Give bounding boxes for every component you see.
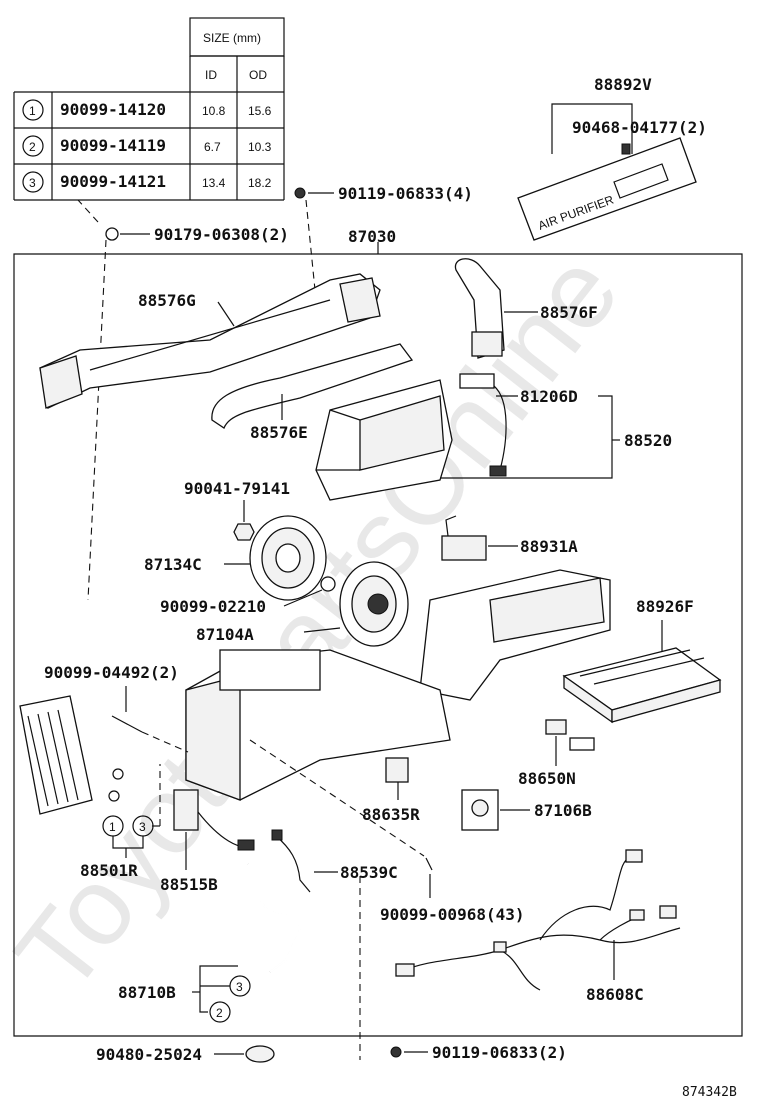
table-part-number: 90099-14120 — [60, 100, 166, 119]
duct-88576F[interactable] — [454, 258, 505, 359]
col-id-header: ID — [205, 68, 217, 82]
duct-88576E[interactable] — [211, 343, 414, 429]
callout-88515B[interactable]: 88515B — [160, 875, 218, 894]
wire-harness-88608C[interactable] — [395, 849, 681, 991]
callout-87030[interactable]: 87030 — [348, 227, 396, 246]
o-ring-icon — [320, 576, 336, 592]
grommet-icon — [245, 1045, 275, 1063]
duct-88576G[interactable] — [39, 273, 381, 409]
diagram-id: 874342B — [682, 1085, 737, 1100]
blower-motor-87104A[interactable] — [339, 561, 409, 647]
blower-case-88520[interactable] — [315, 379, 453, 501]
ring-2: 2 — [216, 1006, 223, 1020]
actuator-88635R[interactable] — [385, 757, 409, 783]
table-id-value: 10.8 — [202, 104, 226, 118]
callout-90468-04177[interactable]: 90468-04177(2) — [572, 118, 707, 137]
table-od-value: 15.6 — [248, 104, 272, 118]
callout-90099-02210[interactable]: 90099-02210 — [160, 597, 266, 616]
callout-88608C[interactable]: 88608C — [586, 985, 644, 1004]
callout-88650N[interactable]: 88650N — [518, 769, 576, 788]
heater-unit-87030[interactable] — [185, 569, 611, 801]
callout-90041-79141[interactable]: 90041-79141 — [184, 479, 290, 498]
size-header: SIZE (mm) — [203, 31, 261, 45]
callout-81206D[interactable]: 81206D — [520, 387, 578, 406]
callout-88539C[interactable]: 88539C — [340, 863, 398, 882]
ring-3: 3 — [236, 980, 243, 994]
table-part-number: 90099-14119 — [60, 136, 166, 155]
row-number: 3 — [29, 176, 36, 190]
callout-88520[interactable]: 88520 — [624, 431, 672, 450]
pipe-88710B[interactable] — [247, 863, 302, 973]
row-number: 1 — [29, 104, 36, 118]
callout-87106B[interactable]: 87106B — [534, 801, 592, 820]
ring-1: 1 — [109, 820, 116, 834]
resistor-88931A[interactable] — [441, 515, 487, 561]
callout-90119-06833-2[interactable]: 90119-06833(2) — [432, 1043, 567, 1062]
bolt-icon — [111, 715, 143, 733]
clip-icon — [105, 227, 119, 241]
callout-88710B[interactable]: 88710B — [118, 983, 176, 1002]
callout-88931A[interactable]: 88931A — [520, 537, 578, 556]
servo-motor-87106B[interactable] — [461, 789, 499, 831]
callout-90099-00968[interactable]: 90099-00968(43) — [380, 905, 525, 924]
callout-88576F[interactable]: 88576F — [540, 303, 598, 322]
callout-90099-04492[interactable]: 90099-04492(2) — [44, 663, 179, 682]
callout-88892V[interactable]: 88892V — [594, 75, 652, 94]
evaporator-88501R[interactable] — [19, 695, 93, 815]
table-id-value: 13.4 — [202, 176, 226, 190]
sensor-88539C[interactable] — [271, 829, 311, 893]
callout-88576E[interactable]: 88576E — [250, 423, 308, 442]
screw-icon — [390, 1046, 402, 1058]
expansion-valve-88515B[interactable] — [173, 789, 255, 851]
blower-fan-87134C[interactable] — [249, 515, 327, 601]
filter-88926F[interactable] — [562, 647, 722, 724]
size-table: SIZE (mm) ID OD 1 90099-14120 10.8 15.6 … — [13, 17, 285, 201]
callout-90179-06308[interactable]: 90179-06308(2) — [154, 225, 289, 244]
callout-88635R[interactable]: 88635R — [362, 805, 420, 824]
table-od-value: 10.3 — [248, 140, 272, 154]
air-purifier-part[interactable]: AIR PURIFIER — [517, 137, 697, 241]
callout-87134C[interactable]: 87134C — [144, 555, 202, 574]
table-id-value: 6.7 — [204, 140, 221, 154]
nut-icon — [233, 523, 255, 541]
table-part-number: 90099-14121 — [60, 172, 166, 191]
callout-87104A[interactable]: 87104A — [196, 625, 254, 644]
screw-icon — [425, 857, 433, 871]
assembly-frame — [13, 242, 743, 1037]
col-od-header: OD — [249, 68, 267, 82]
callout-88501R[interactable]: 88501R — [80, 861, 138, 880]
screw-icon — [294, 187, 306, 199]
clip-88650N[interactable] — [545, 719, 595, 751]
sensor-81206D[interactable] — [459, 373, 507, 477]
callout-90480-25024[interactable]: 90480-25024 — [96, 1045, 202, 1064]
table-od-value: 18.2 — [248, 176, 272, 190]
callout-88576G[interactable]: 88576G — [138, 291, 196, 310]
callout-90119-06833-4[interactable]: 90119-06833(4) — [338, 184, 473, 203]
row-number: 2 — [29, 140, 36, 154]
callout-88926F[interactable]: 88926F — [636, 597, 694, 616]
ring-3: 3 — [139, 820, 146, 834]
